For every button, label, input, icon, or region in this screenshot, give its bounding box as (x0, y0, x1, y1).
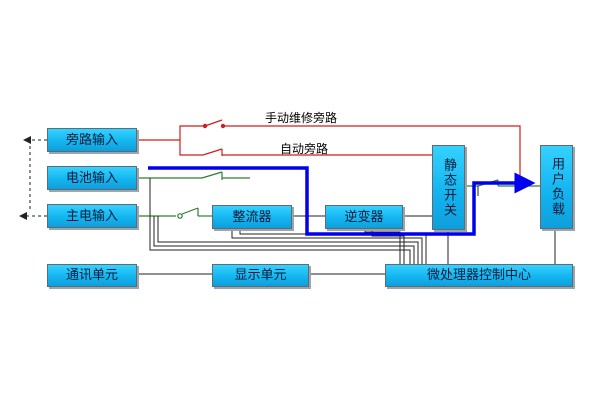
rectifier-label: 整流器 (232, 209, 272, 225)
static-switch-block: 静态开关 (432, 145, 465, 230)
battery-input-block: 电池输入 (47, 166, 137, 190)
microprocessor-label: 微处理器控制中心 (426, 268, 531, 283)
red-bypass-lines (137, 119, 521, 185)
user-load-label: 用户负载 (549, 157, 564, 217)
manual-bypass-label: 手动维修旁路 (265, 111, 338, 125)
display-unit-label: 显示单元 (234, 268, 287, 283)
display-unit-block: 显示单元 (212, 264, 309, 287)
mains-input-label: 主电输入 (65, 208, 118, 224)
power-flow-path (148, 166, 536, 236)
auto-bypass-label: 自动旁路 (280, 142, 329, 156)
inverter-label: 逆变器 (344, 209, 384, 225)
user-load-block: 用户负载 (540, 145, 573, 229)
static-switch-label: 静态开关 (441, 157, 456, 218)
bypass-input-label: 旁路输入 (65, 132, 118, 148)
comm-unit-block: 通讯单元 (47, 264, 137, 287)
bypass-input-block: 旁路输入 (47, 128, 137, 152)
left-dashed-arrows (19, 136, 47, 220)
inverter-block: 逆变器 (325, 205, 403, 229)
microprocessor-block: 微处理器控制中心 (385, 264, 573, 287)
comm-unit-label: 通讯单元 (65, 268, 118, 283)
mains-input-block: 主电输入 (47, 204, 137, 228)
battery-input-label: 电池输入 (65, 170, 118, 186)
rectifier-block: 整流器 (212, 205, 292, 229)
